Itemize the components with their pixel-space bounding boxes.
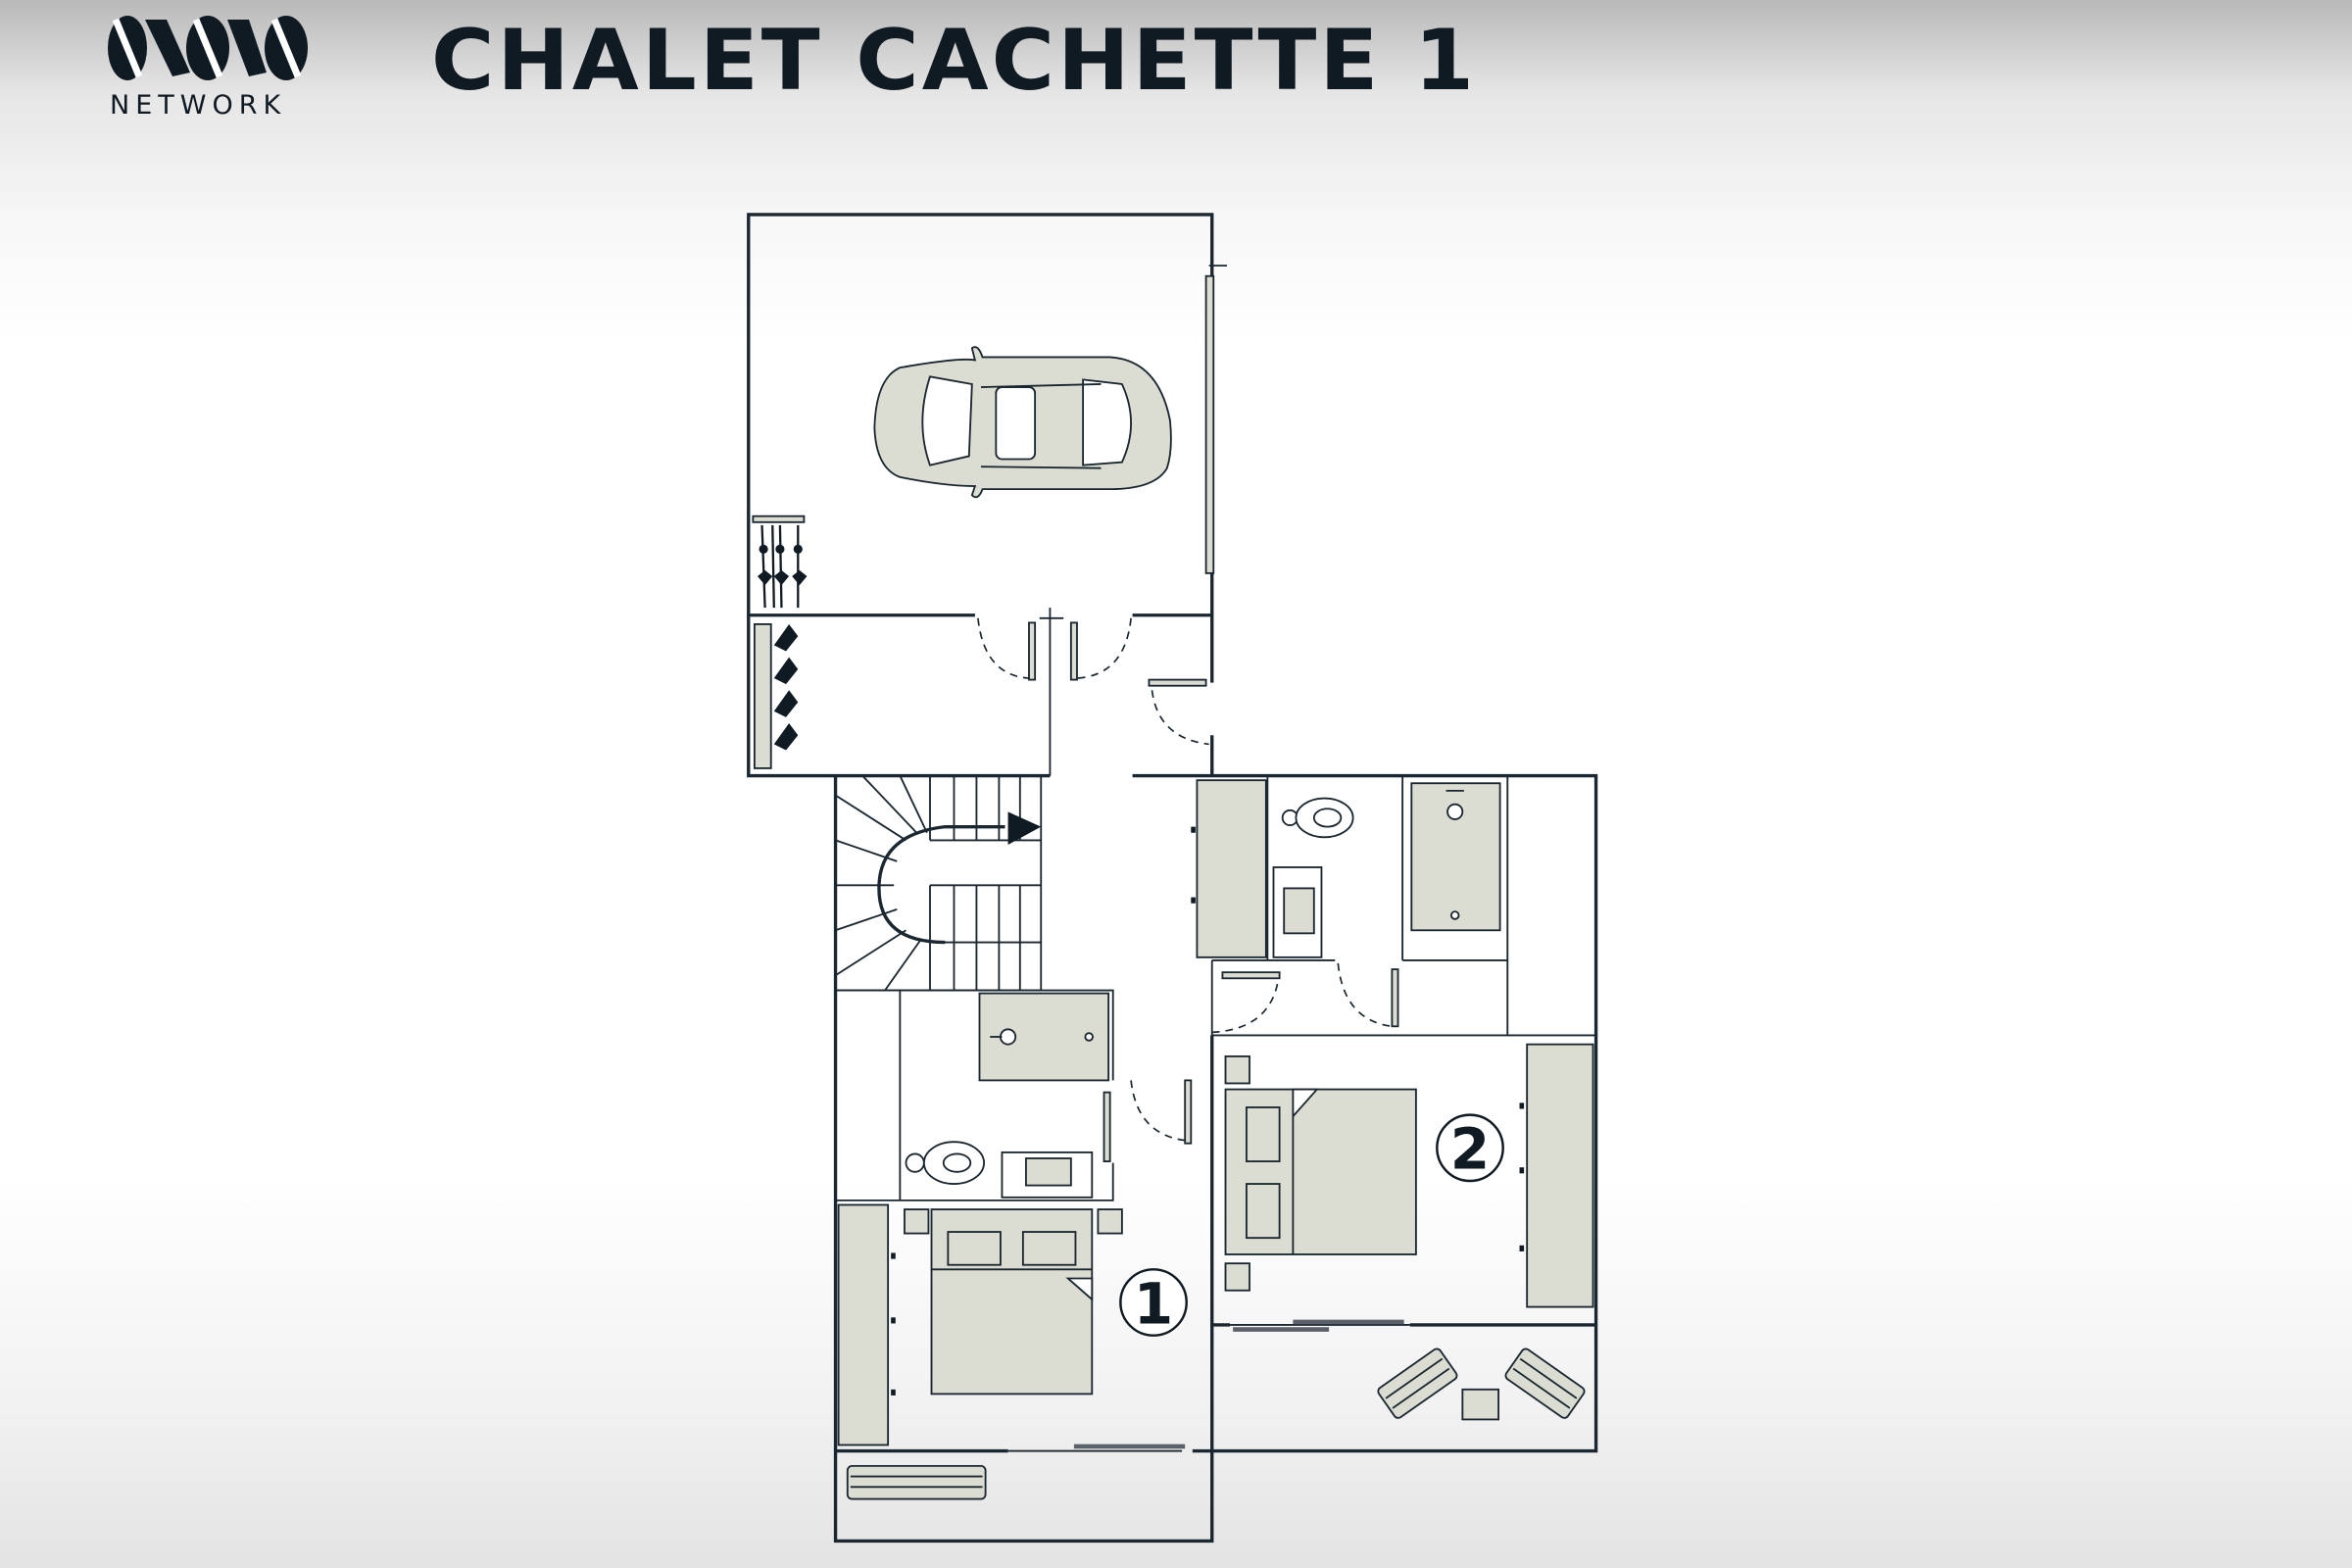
room-number-2: 2 [1450,1116,1490,1183]
bathroom-1 [905,992,1193,1199]
bedroom-1: 1 [837,1203,1188,1500]
bathroom-2 [1191,779,1501,1034]
terrace-table-icon [1461,1388,1499,1421]
door[interactable] [1184,1079,1193,1145]
wardrobe [837,1203,890,1446]
wardrobe [1526,1043,1594,1308]
room-number-1: 1 [1134,1270,1173,1337]
garage-door[interactable] [1204,274,1215,574]
door[interactable] [1148,678,1207,687]
door[interactable] [1391,968,1399,1028]
lower-walls [833,773,1598,1544]
door[interactable] [1028,621,1037,681]
wardrobe [1196,779,1267,958]
bedroom-2: 2 [1224,1043,1594,1421]
toilet-icon [1281,797,1354,839]
door[interactable] [1069,621,1078,681]
network-label: NETWORK [110,90,287,121]
sun-lounger-icon [846,1464,987,1500]
door[interactable] [1102,1091,1111,1162]
staircase [834,774,1043,992]
stair-direction-arrow-icon [1007,811,1042,846]
terrace-chairs-icon [1377,1348,1586,1421]
room-number-badge [1119,1268,1188,1337]
garage [747,213,1228,778]
ski-rack-icon [752,514,808,609]
ovo-logo [108,16,308,80]
door[interactable] [1221,971,1281,980]
toilet-icon [905,1141,985,1185]
sink-icon [1283,887,1315,935]
room-number-badge [1436,1113,1504,1183]
page-title: CHALET CACHETTE 1 [431,12,1478,110]
sink-icon [1025,1157,1072,1187]
boot-rack-icon [753,623,799,769]
car-icon [873,346,1172,499]
